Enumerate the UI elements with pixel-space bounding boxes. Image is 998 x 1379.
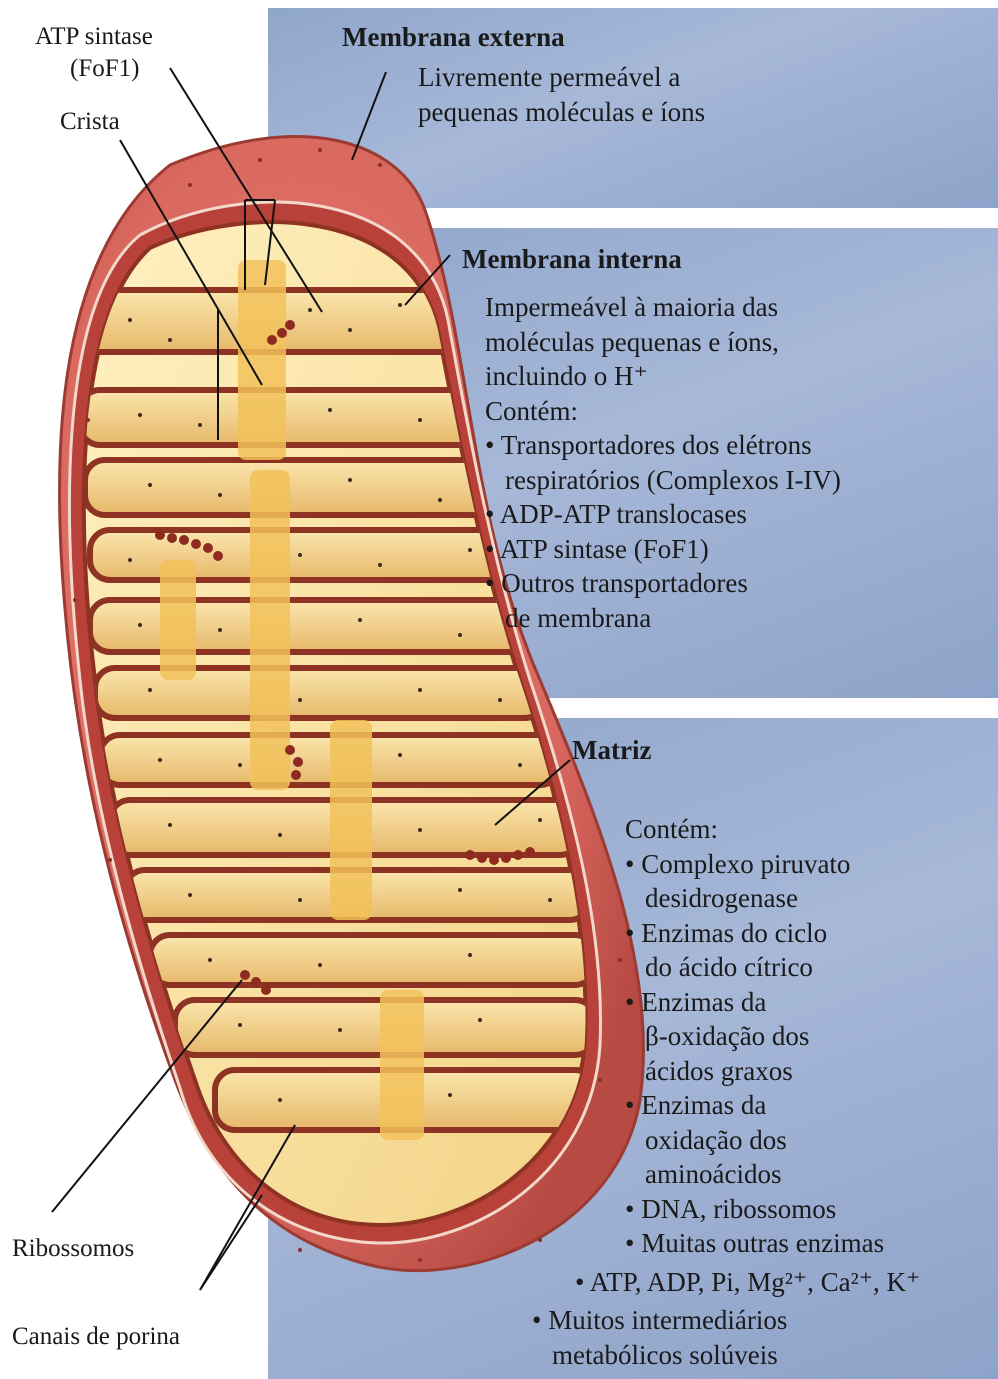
inner-membrane-item: • ATP sintase (FoF1)	[485, 532, 841, 567]
matrix-contains: Contém:	[625, 812, 884, 847]
matrix-title: Matriz	[572, 733, 651, 767]
inner-membrane-item: de membrana	[485, 601, 841, 636]
inner-membrane-line: incluindo o H⁺	[485, 359, 841, 394]
inner-membrane-line: Contém:	[485, 394, 841, 429]
matrix-description: Contém: • Complexo piruvato desidrogenas…	[625, 812, 884, 1261]
matrix-item: desidrogenase	[625, 881, 884, 916]
matrix-item: • Muitas outras enzimas	[625, 1226, 884, 1261]
inner-membrane-line: moléculas pequenas e íons,	[485, 325, 841, 360]
matrix-item: β-oxidação dos	[625, 1019, 884, 1054]
matrix-item: • DNA, ribossomos	[625, 1192, 884, 1227]
matrix-item: metabólicos solúveis	[532, 1338, 787, 1373]
matrix-item: • Enzimas da	[625, 985, 884, 1020]
outer-membrane-line: Livremente permeável a	[418, 60, 705, 95]
inner-membrane-description: Impermeável à maioria das moléculas pequ…	[485, 290, 841, 635]
matrix-intermediates: • Muitos intermediários metabólicos solú…	[532, 1303, 787, 1372]
atp-synthase-label: ATP sintase	[35, 20, 153, 54]
matrix-item: ácidos graxos	[625, 1054, 884, 1089]
outer-membrane-line: pequenas moléculas e íons	[418, 95, 705, 130]
outer-membrane-description: Livremente permeável a pequenas molécula…	[418, 60, 705, 129]
ribosomes-label: Ribossomos	[12, 1232, 134, 1266]
atp-synthase-subscript-label: (FoF1)	[70, 52, 139, 86]
crista-label: Crista	[60, 105, 120, 139]
matrix-item: oxidação dos	[625, 1123, 884, 1158]
matrix-item: do ácido cítrico	[625, 950, 884, 985]
outer-membrane-title: Membrana externa	[342, 20, 565, 54]
porin-channels-label: Canais de porina	[12, 1320, 180, 1354]
matrix-item: • Enzimas da	[625, 1088, 884, 1123]
matrix-ions: • ATP, ADP, Pi, Mg²⁺, Ca²⁺, K⁺	[575, 1265, 920, 1299]
inner-membrane-line: Impermeável à maioria das	[485, 290, 841, 325]
inner-membrane-item: respiratórios (Complexos I-IV)	[485, 463, 841, 498]
inner-membrane-title: Membrana interna	[462, 242, 682, 276]
inner-membrane-item: • ADP-ATP translocases	[485, 497, 841, 532]
matrix-item: • Enzimas do ciclo	[625, 916, 884, 951]
inner-membrane-item: • Outros transportadores	[485, 566, 841, 601]
matrix-item: aminoácidos	[625, 1157, 884, 1192]
inner-membrane-item: • Transportadores dos elétrons	[485, 428, 841, 463]
matrix-item: • Muitos intermediários	[532, 1303, 787, 1338]
matrix-item: • Complexo piruvato	[625, 847, 884, 882]
